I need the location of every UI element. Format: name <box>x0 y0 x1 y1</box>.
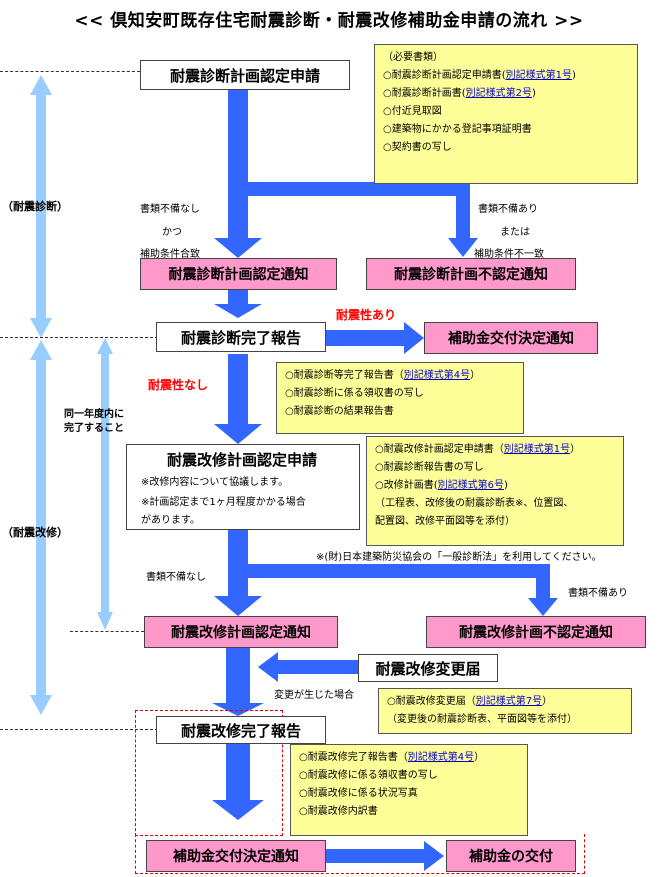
phase-divider <box>0 337 158 338</box>
phase-divider <box>0 729 158 730</box>
phase-arrow-diag <box>30 75 52 338</box>
required-docs-note-1: （必要書類） ○耐震診断計画認定申請書(別記様式第1号)○耐震診断計画書(別記様… <box>374 44 638 184</box>
footnote: ※(財)日本建築防災協会の「一般診断法」を利用してください。 <box>316 552 602 563</box>
form-link[interactable]: 別記様式第1号 <box>503 444 571 455</box>
subsidy-payment-box: 補助金の交付 <box>446 840 576 872</box>
doc-item: ○耐震改修に係る状況写真 <box>299 788 418 799</box>
resistant-label: 耐震性あり <box>336 308 397 322</box>
form-link[interactable]: 別記様式第2号 <box>465 88 533 99</box>
doc-item: ○耐震診断計画認定申請書(別記様式第1号) <box>383 70 576 81</box>
reno-complete-box: 耐震改修完了報告 <box>156 716 326 744</box>
reno-plan-apply-title: 耐震改修計画認定申請 <box>167 451 318 469</box>
change-occurred-label: 変更が生じた場合 <box>274 690 354 701</box>
required-docs-note-5: ○耐震改修完了報告書（別記様式第4号） ○耐震改修に係る領収書の写し ○耐震改修に係… <box>290 744 528 836</box>
doc-item: （変更後の耐震診断表、平面図等を添付） <box>387 714 577 725</box>
phase-divider <box>0 71 140 72</box>
same-year-label: 同一年度内に 完了すること <box>64 409 124 434</box>
doc-item: ○建築物にかかる登記事項証明書 <box>383 124 532 135</box>
phase-label-diag: （耐震診断） <box>2 200 68 213</box>
reno-plan-reject-box: 耐震改修計画不認定通知 <box>426 616 646 648</box>
reno-ng-label: 書類不備あり <box>568 588 628 599</box>
phase-divider <box>70 631 144 632</box>
form-link[interactable]: 別記様式第7号 <box>475 696 543 707</box>
diag-plan-reject-box: 耐震診断計画不認定通知 <box>366 258 576 290</box>
form-link[interactable]: 別記様式第4号 <box>403 370 471 381</box>
reno-ok-label: 書類不備なし <box>146 572 206 583</box>
doc-item: ○耐震診断の結果報告書 <box>285 406 394 417</box>
doc-item: ○付近見取図 <box>383 106 442 117</box>
doc-item: ○耐震診断等完了報告書（別記様式第4号） <box>285 370 481 381</box>
diag-plan-approve-box: 耐震診断計画認定通知 <box>140 258 337 290</box>
doc-item: （工程表、改修後の耐震診断表※、位置図、 <box>375 498 574 509</box>
diag-plan-apply-box: 耐震診断計画認定申請 <box>140 60 350 90</box>
doc-item: ○耐震改修完了報告書（別記様式第4号） <box>299 752 485 763</box>
reno-apply-note-3: があります。 <box>141 515 200 526</box>
subsidy-decision-box-1: 補助金交付決定通知 <box>424 322 598 354</box>
required-docs-note-4: ○耐震改修変更届（別記様式第7号） （変更後の耐震診断表、平面図等を添付） <box>378 688 632 734</box>
required-docs-note-2: ○耐震診断等完了報告書（別記様式第4号） ○耐震診断に係る領収書の写し ○耐震診断の… <box>276 362 524 434</box>
doc-item: ○耐震診断計画書(別記様式第2号) <box>383 88 536 99</box>
completion-frame <box>135 834 585 874</box>
phase-label-reno: （耐震改修） <box>2 526 68 539</box>
reno-change-box: 耐震改修変更届 <box>358 654 498 682</box>
doc-item: ○耐震改修計画認定申請書（別記様式第1号） <box>375 444 581 455</box>
ng-condition-3: 補助条件不一致 <box>474 249 544 260</box>
phase-arrow-reno <box>30 340 52 715</box>
doc-item: 配置図、改修平面図等を添付） <box>375 516 515 527</box>
subsidy-decision-box-2: 補助金交付決定通知 <box>146 840 326 872</box>
form-link[interactable]: 別記様式第1号 <box>505 70 573 81</box>
reno-plan-apply-box: 耐震改修計画認定申請 ※改修内容について協議します。 ※計画認定まで1ヶ月程度か… <box>126 444 360 530</box>
ok-condition-1: 書類不備なし <box>140 204 200 215</box>
doc-item: ○耐震改修内訳書 <box>299 806 378 817</box>
doc-item: ○耐震診断報告書の写し <box>375 462 484 473</box>
required-docs-note-3: ○耐震改修計画認定申請書（別記様式第1号） ○耐震診断報告書の写し ○改修計画書(別… <box>366 436 624 546</box>
form-link[interactable]: 別記様式第4号 <box>407 752 475 763</box>
ng-condition-2: または <box>500 227 530 238</box>
same-year-arrow <box>97 338 113 630</box>
doc-item: ○耐震改修に係る領収書の写し <box>299 770 438 781</box>
page-title: << 倶知安町既存住宅耐震診断・耐震改修補助金申請の流れ >> <box>74 11 584 31</box>
doc-item: ○契約書の写し <box>383 142 452 153</box>
ok-condition-2: かつ <box>162 227 182 238</box>
ok-condition-3: 補助条件合致 <box>140 249 200 260</box>
completion-frame <box>135 710 283 836</box>
form-link[interactable]: 別記様式第6号 <box>437 480 505 491</box>
not-resistant-label: 耐震性なし <box>148 378 209 392</box>
ng-condition-1: 書類不備あり <box>478 204 538 215</box>
doc-item: ○耐震診断に係る領収書の写し <box>285 388 424 399</box>
doc-item: ○耐震改修変更届（別記様式第7号） <box>387 696 553 707</box>
reno-plan-approve-box: 耐震改修計画認定通知 <box>144 616 338 648</box>
reno-apply-note-1: ※改修内容について協議します。 <box>141 477 289 488</box>
reno-apply-note-2: ※計画認定まで1ヶ月程度かかる場合 <box>141 497 306 508</box>
doc-item: ○改修計画書(別記様式第6号) <box>375 480 508 491</box>
diag-complete-box: 耐震診断完了報告 <box>156 322 326 352</box>
